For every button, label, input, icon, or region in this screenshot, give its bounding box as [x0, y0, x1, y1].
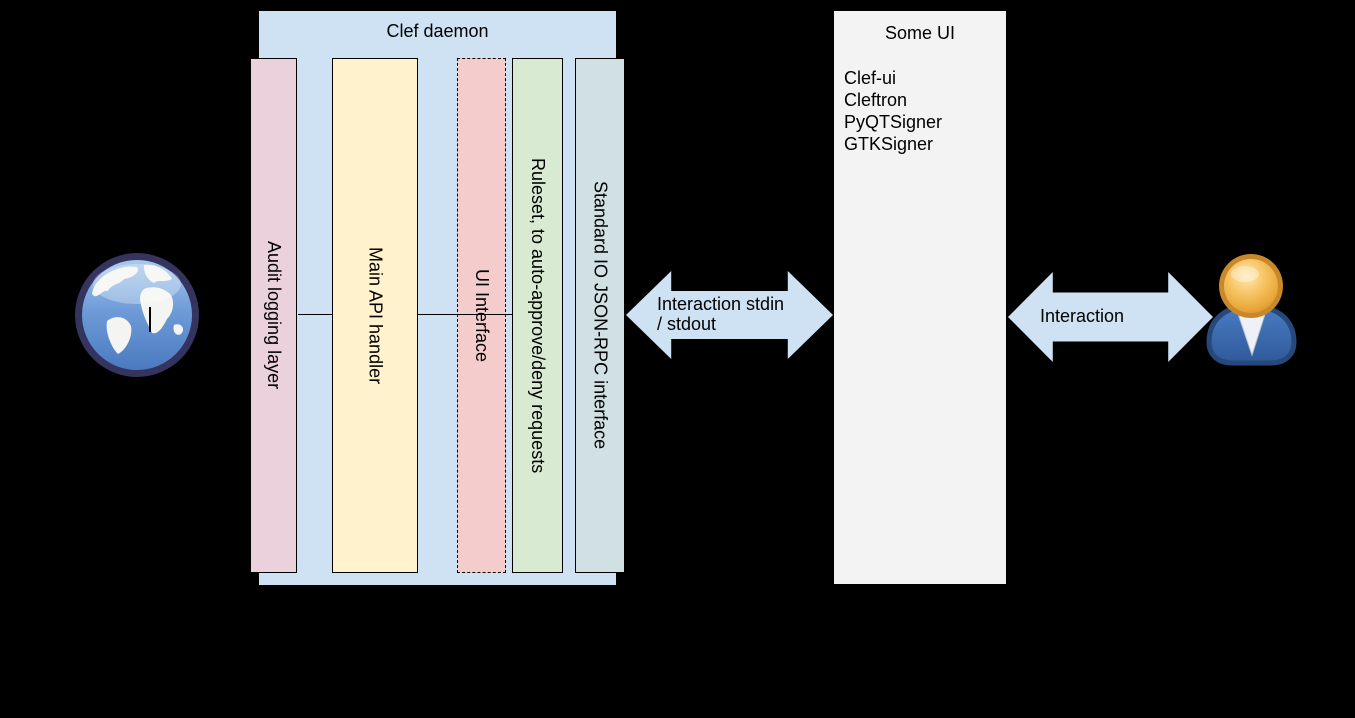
- stdio-arrow-label-line1: Interaction stdin: [657, 294, 785, 314]
- some-ui-item-cleftron: Cleftron: [844, 90, 908, 110]
- some-ui-list: Clef-ui Cleftron PyQTSigner GTKSigner: [844, 67, 1006, 155]
- layer-ruleset: Ruleset, to auto-approve/deny requests: [512, 58, 563, 573]
- stdio-interaction-arrow-label: Interaction stdin / stdout: [657, 294, 784, 334]
- user-icon: [1206, 254, 1297, 366]
- layer-main-api-handler: Main API handler: [332, 58, 418, 573]
- user-interaction-arrow-shape: [1008, 272, 1213, 362]
- globe-icon: [75, 253, 199, 377]
- layer-audit-logging: Audit logging layer: [250, 58, 297, 573]
- layer-ui-interface-label: UI Interface: [472, 268, 492, 363]
- layer-stdio-jsonrpc-label: Standard IO JSON-RPC interface: [590, 181, 611, 450]
- user-arrow-label-line1: Interaction: [1040, 306, 1125, 326]
- some-ui-item-gtksigner: GTKSigner: [844, 134, 934, 154]
- stdio-interaction-arrow: [626, 271, 833, 359]
- some-ui-box: Some UI Clef-ui Cleftron PyQTSigner GTKS…: [833, 10, 1007, 585]
- clef-daemon-box: Clef daemon: [258, 10, 617, 586]
- stdio-arrow-label-line2: / stdout: [657, 314, 717, 334]
- layer-audit-logging-label: Audit logging layer: [264, 241, 284, 390]
- some-ui-item-clef-ui: Clef-ui: [844, 68, 897, 88]
- globe-connector-tick: [149, 307, 151, 332]
- some-ui-item-pyqtsigner: PyQTSigner: [844, 112, 943, 132]
- layer-main-api-handler-label: Main API handler: [365, 246, 386, 385]
- stdio-interaction-arrow-shape: [626, 271, 833, 359]
- user-interaction-arrow-label: Interaction: [1040, 306, 1124, 326]
- user-interaction-arrow: [1008, 272, 1213, 362]
- connector-line-api-to-ruleset: [418, 314, 513, 315]
- clef-daemon-title: Clef daemon: [386, 21, 489, 41]
- layer-ui-interface: UI Interface: [457, 58, 506, 573]
- connector-line-audit-to-api: [298, 314, 332, 315]
- some-ui-title: Some UI: [884, 23, 956, 43]
- layer-stdio-jsonrpc: Standard IO JSON-RPC interface: [575, 58, 625, 573]
- layer-ruleset-label: Ruleset, to auto-approve/deny requests: [528, 157, 548, 474]
